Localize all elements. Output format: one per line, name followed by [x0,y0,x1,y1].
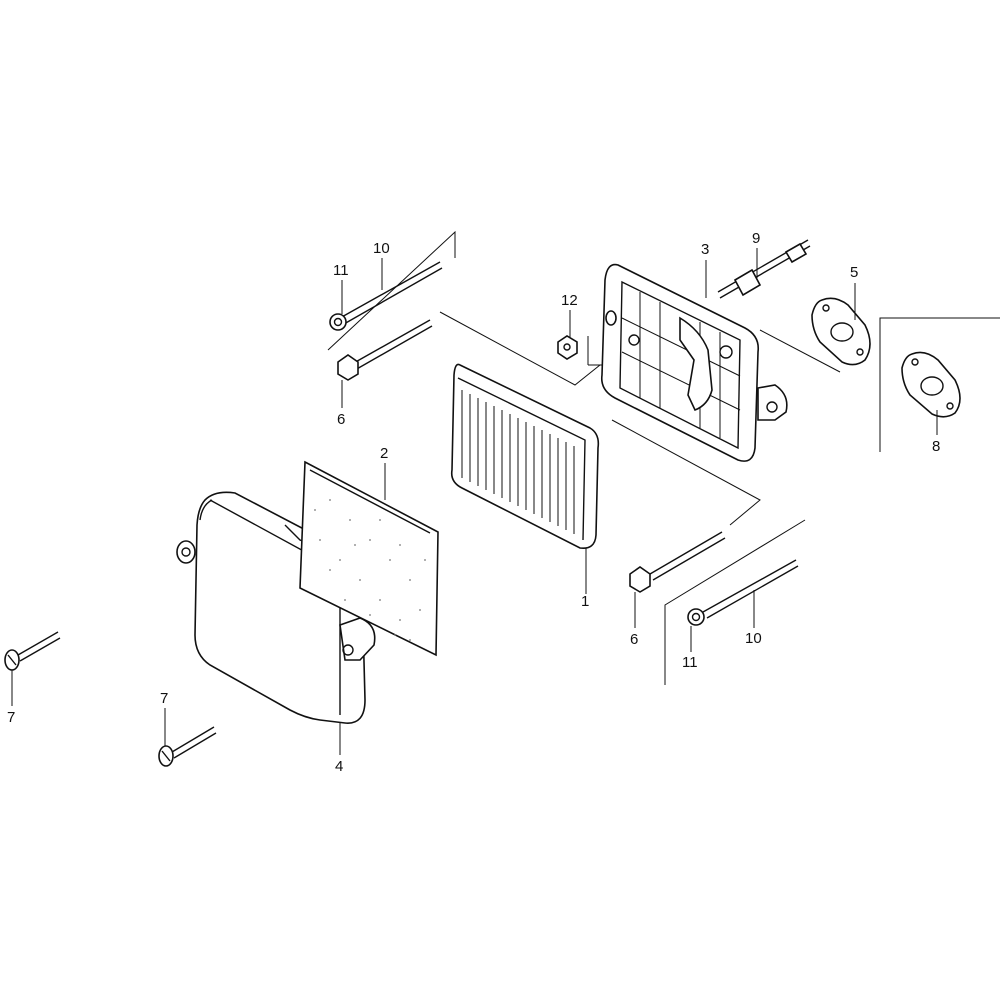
callout-10-bottom: 10 [745,630,762,647]
callout-2: 2 [380,445,388,462]
callout-10-top: 10 [373,240,390,257]
callout-leaders [11,248,938,755]
air-cleaner-case [600,263,788,462]
callout-6-bottom: 6 [630,631,638,648]
assembly-guide-lines [327,230,1000,685]
callout-6-top: 6 [337,411,345,428]
callout-11-bottom: 11 [682,654,698,671]
callout-11-top: 11 [333,262,349,279]
bolt-bottom [629,531,726,593]
callout-1: 1 [581,593,589,610]
bolt-top [337,319,433,381]
gasket-upper [811,297,871,366]
paper-filter-element [450,363,600,550]
callout-7-left: 7 [7,709,15,726]
stud-bolt-right [717,239,811,299]
callout-5: 5 [850,264,858,281]
callout-12: 12 [561,292,578,309]
foam-element [299,460,439,657]
callout-3: 3 [701,241,709,258]
callout-8: 8 [932,438,940,455]
gasket-lower [901,351,961,418]
callout-9: 9 [752,230,760,247]
callout-labels: 1 2 3 4 5 6 6 7 7 8 9 10 10 11 11 12 [7,230,940,775]
screw-bottom [158,726,217,767]
stud-bolt-bottom [687,559,799,626]
stud-bolt-top [329,261,443,331]
nut-12 [557,335,578,360]
screw-left [4,631,61,671]
callout-7-bottom: 7 [160,690,168,707]
callout-4: 4 [335,758,343,775]
